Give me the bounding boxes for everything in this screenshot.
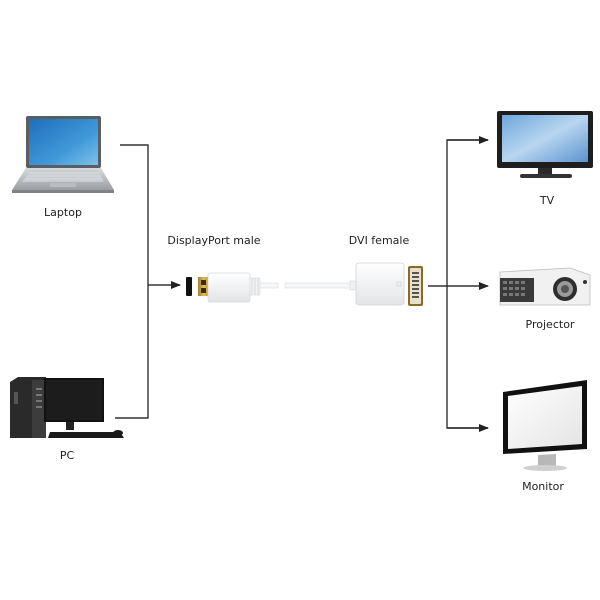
tv-label: TV (539, 194, 555, 207)
input-connector-lines (115, 144, 181, 419)
output-vertical-line (446, 139, 488, 429)
output-connector-lines (428, 136, 489, 432)
adapter-cable (284, 282, 356, 289)
monitor-label: Monitor (522, 480, 564, 493)
pc-label: PC (59, 449, 75, 462)
dvi-female-label: DVI female (348, 234, 410, 247)
displayport-male-label: DisplayPort male (167, 234, 261, 247)
laptop-label: Laptop (44, 206, 82, 219)
laptop-line (115, 144, 149, 419)
dvi-female-connector-icon (349, 262, 423, 306)
displayport-male-connector-icon (186, 272, 279, 303)
desktop-pc-icon (10, 377, 124, 438)
projector-label: Projector (525, 318, 575, 331)
laptop-icon (12, 116, 114, 193)
monitor-icon (503, 380, 587, 471)
tv-icon (497, 111, 593, 178)
projector-icon (499, 267, 591, 306)
